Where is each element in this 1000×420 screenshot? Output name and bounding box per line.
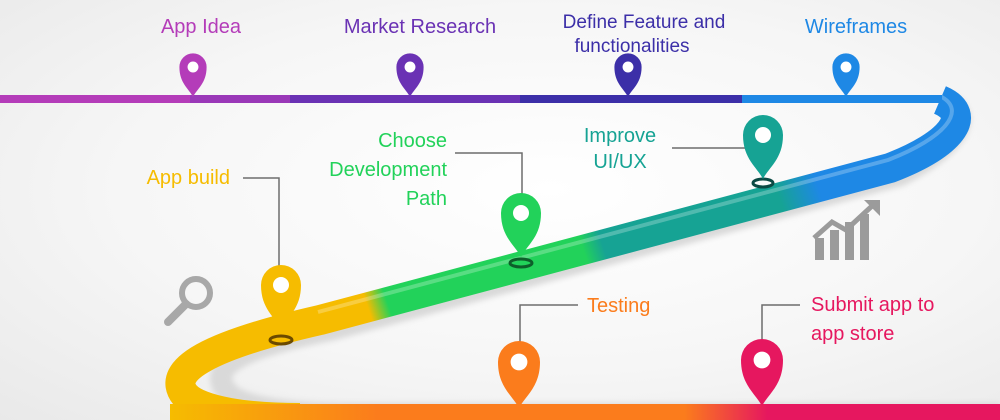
road-top-segment-research [190,95,290,103]
label-choose-path-line2: Development [329,159,447,181]
label-wireframes: Wireframes [805,16,907,38]
leader-line-submit [761,304,800,350]
pin-base-choose-path [508,257,534,269]
map-pin-icon [741,339,783,407]
leader-line-choose-path [455,152,523,205]
label-app-build: App build [147,167,230,189]
label-testing: Testing [587,295,650,317]
map-pin-icon [179,53,207,97]
label-define-features-line1: Define Feature and [563,12,726,33]
label-improve-ui-line2: UI/UX [593,151,646,173]
map-pin-icon [261,265,301,329]
map-pin-icon [501,193,541,257]
label-submit-line2: app store [811,323,894,345]
label-improve-ui-line1: Improve [584,125,656,147]
map-pin-icon [832,53,860,97]
road-top-segment-define [520,95,742,103]
road-main [165,86,971,420]
leader-line-app-build [243,177,280,270]
label-choose-path-line1: Choose [378,130,447,152]
map-pin-icon [498,341,540,409]
road-top-segment-market [290,95,520,103]
label-submit-line1: Submit app to [811,294,934,316]
pin-base-improve-ui [751,177,775,189]
label-app-idea: App Idea [161,16,242,38]
road-top-segment-wire [742,95,942,103]
label-define-features-line2: functionalities [574,36,689,57]
leader-line-testing [519,304,578,352]
growth-chart-icon [812,200,880,260]
road-highlight [317,94,954,314]
map-pin-icon [614,53,642,97]
label-market-research: Market Research [344,16,496,38]
road-top-segment-idea [0,95,190,103]
map-pin-icon [396,53,424,97]
pin-base-app-build [268,334,294,346]
label-choose-path-line3: Path [406,188,447,210]
road-bottom [170,404,1000,420]
magnifier-icon [164,276,213,326]
map-pin-icon [743,115,783,179]
